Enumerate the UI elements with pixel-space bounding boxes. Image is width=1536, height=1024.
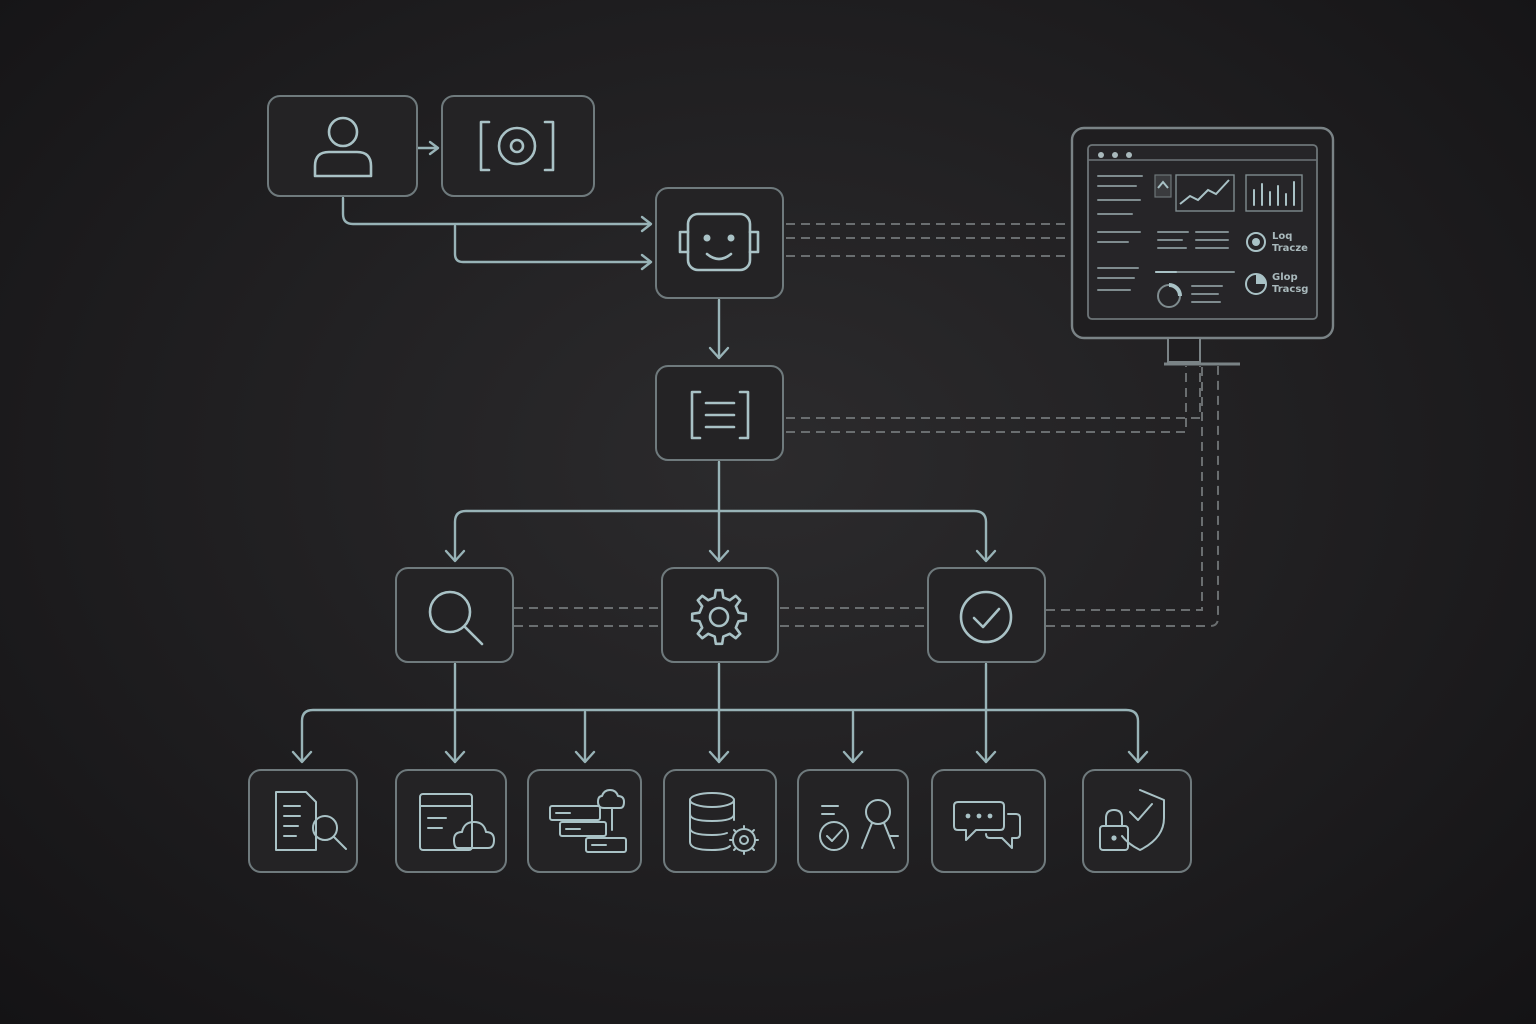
tool-document-search[interactable] <box>248 769 358 873</box>
dashboard-lists <box>1155 231 1235 303</box>
tool-web-cloud[interactable] <box>395 769 507 873</box>
tool-chat[interactable] <box>931 769 1046 873</box>
dashboard-label-line: Loq <box>1272 231 1292 242</box>
chat-bubbles-icon <box>953 801 1021 849</box>
dashboard-bar-chart <box>1245 174 1303 212</box>
gear-icon <box>690 588 748 646</box>
bracketed-list-icon <box>690 390 750 440</box>
search-node[interactable] <box>395 567 514 663</box>
gear-hub <box>708 606 730 628</box>
camera-node[interactable] <box>441 95 595 197</box>
tool-check-person[interactable] <box>797 769 909 873</box>
storage-cloud-icon <box>549 789 627 853</box>
tool-database-gear[interactable] <box>663 769 777 873</box>
user-icon <box>313 116 373 178</box>
dashboard-label-line: Glop <box>1272 272 1298 283</box>
verify-node[interactable] <box>927 567 1046 663</box>
user-node[interactable] <box>267 95 418 197</box>
dashed-connectors <box>514 223 1219 627</box>
gear-outline <box>690 588 748 646</box>
lock-shield-icon <box>1099 789 1165 851</box>
tool-storage-cloud[interactable] <box>527 769 642 873</box>
document-search-icon <box>275 791 347 851</box>
tool-lock-shield[interactable] <box>1082 769 1192 873</box>
robot-face-icon <box>678 212 760 272</box>
dashboard-donut <box>1157 283 1182 308</box>
dashboard-label-line: Tracsg <box>1272 284 1308 295</box>
process-node[interactable] <box>661 567 779 663</box>
database-gear-icon <box>689 792 759 855</box>
solid-connectors <box>291 140 1149 764</box>
agent-node[interactable] <box>655 187 784 299</box>
camera-target-icon <box>479 120 555 172</box>
web-cloud-icon <box>419 793 495 851</box>
dashboard-menu <box>1097 175 1143 291</box>
check-person-icon <box>819 799 899 851</box>
dashboard-label-line: Tracze <box>1272 243 1308 254</box>
check-circle-icon <box>959 590 1013 644</box>
dashboard-line-chart <box>1175 174 1235 212</box>
parser-node[interactable] <box>655 365 784 461</box>
magnifier-icon <box>428 590 484 646</box>
